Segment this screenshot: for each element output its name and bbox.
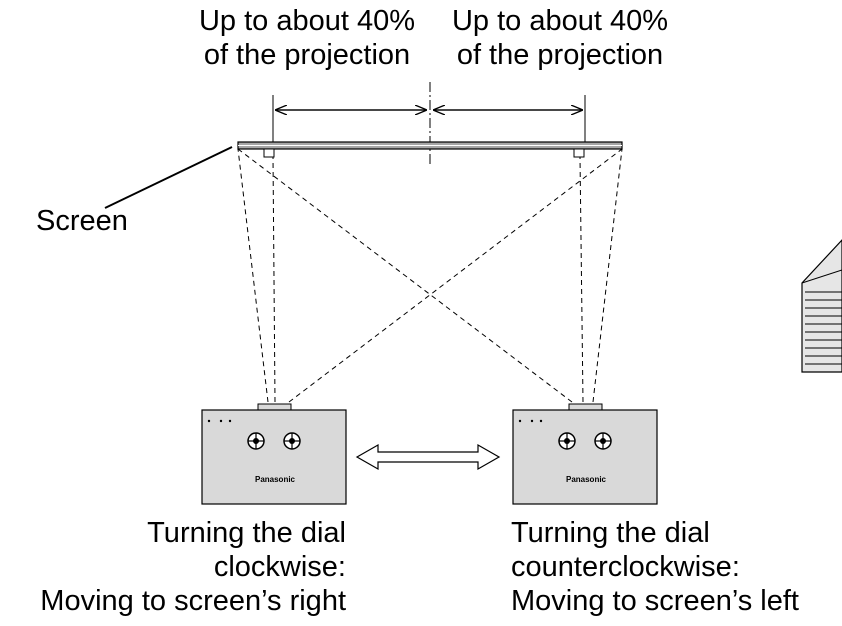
double-arrow-icon <box>355 443 501 471</box>
left-projector: Panasonic <box>201 403 347 505</box>
left-range-label: Up to about 40% of the projection <box>172 4 442 72</box>
right-marker-box <box>573 148 585 158</box>
right-projector-dial-2 <box>594 432 612 450</box>
left-projector-brand: Panasonic <box>255 475 296 484</box>
left-projector-dial-2 <box>283 432 301 450</box>
screen-pointer-line <box>104 146 233 209</box>
right-caption: Turning the dial counterclockwise: Movin… <box>511 516 842 618</box>
right-projector-brand: Panasonic <box>566 475 607 484</box>
left-range-label-line2: of the projection <box>203 39 411 71</box>
left-range-label-line1: Up to about 40% <box>198 5 416 37</box>
right-projection-lines <box>237 148 623 403</box>
left-projector-dial-1 <box>247 432 265 450</box>
right-caption-line2: counterclockwise: <box>511 551 740 583</box>
left-caption: Turning the dial clockwise: Moving to sc… <box>0 516 346 618</box>
left-caption-line2: clockwise: <box>213 551 346 583</box>
screen-label: Screen <box>36 205 128 237</box>
stacked-device-fragment <box>801 239 842 373</box>
left-caption-line3: Moving to screen’s right <box>40 585 346 617</box>
right-caption-line3: Moving to screen’s left <box>511 585 799 617</box>
right-range-label-line2: of the projection <box>456 39 664 71</box>
right-range-label-line1: Up to about 40% <box>451 5 669 37</box>
left-caption-line1: Turning the dial <box>147 517 346 549</box>
left-marker-box <box>263 148 275 158</box>
screen-bar <box>237 141 623 158</box>
right-projector-dial-1 <box>558 432 576 450</box>
right-projector: Panasonic <box>512 403 658 505</box>
right-range-label: Up to about 40% of the projection <box>425 4 695 72</box>
left-projection-lines <box>237 148 623 403</box>
right-caption-line1: Turning the dial <box>511 517 710 549</box>
